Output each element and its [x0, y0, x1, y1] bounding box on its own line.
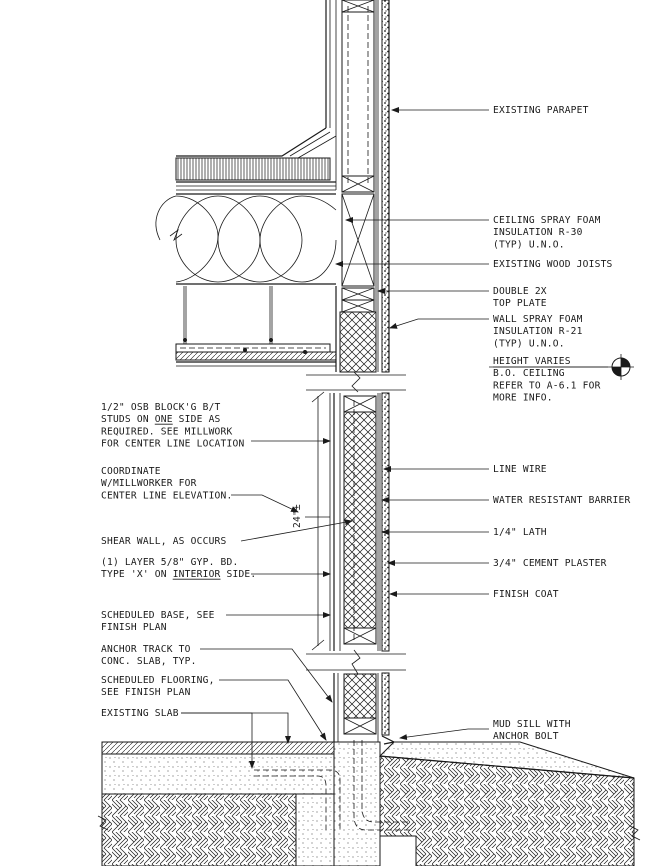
note-mud-sill-line: MUD SILL WITH [493, 719, 571, 730]
note-scheduled-flooring-line: SCHEDULED FLOORING, [101, 675, 215, 686]
note-wall-spray-foam-line: (TYP) U.N.O. [493, 338, 565, 349]
note-line-wire-line: LINE WIRE [493, 464, 547, 475]
note-ceiling-spray-foam-line: INSULATION R-30 [493, 227, 583, 238]
elevation-target-symbol [608, 354, 634, 380]
note-height-varies-line: MORE INFO. [493, 393, 553, 404]
note-osb-blocking-line: REQUIRED. SEE MILLWORK [101, 426, 232, 437]
note-existing-parapet-line: EXISTING PARAPET [493, 105, 589, 116]
note-mud-sill-line: ANCHOR BOLT [493, 731, 559, 742]
note-double-top-plate-line: DOUBLE 2X [493, 286, 547, 297]
note-ceiling-spray-foam-line: CEILING SPRAY FOAM [493, 215, 601, 226]
note-osb-blocking-line: STUDS ON ONE SIDE AS [101, 414, 221, 425]
note-existing-wood-joists-line: EXISTING WOOD JOISTS [493, 259, 613, 270]
note-gyp-board-line: TYPE 'X' ON INTERIOR SIDE. [101, 569, 256, 580]
note-osb-blocking-line: 1/2" OSB BLOCK'G B/T [101, 402, 221, 413]
break-line-top [306, 371, 406, 393]
note-scheduled-base-line: SCHEDULED BASE, SEE [101, 610, 215, 621]
note-height-varies-line: B.O. CEILING [493, 368, 565, 379]
note-wall-spray-foam-line: WALL SPRAY FOAM [493, 314, 583, 325]
lower-wall [333, 673, 396, 745]
ceiling-insulation [155, 193, 375, 287]
note-gyp-board-line: (1) LAYER 5/8" GYP. BD. [101, 557, 238, 568]
note-scheduled-flooring-line: SEE FINISH PLAN [101, 687, 191, 698]
slab-footing [97, 740, 641, 866]
note-scheduled-base-line: FINISH PLAN [101, 622, 167, 633]
break-line-bottom [306, 649, 406, 675]
note-anchor-track-line: ANCHOR TRACK TO [101, 644, 191, 655]
parapet-wall [175, 0, 390, 736]
section-geometry [97, 0, 641, 866]
note-anchor-track-line: CONC. SLAB, TYP. [101, 656, 197, 667]
note-cement-plaster-line: 3/4" CEMENT PLASTER [493, 558, 607, 569]
note-shear-wall-line: SHEAR WALL, AS OCCURS [101, 536, 227, 547]
note-wall-spray-foam-line: INSULATION R-21 [493, 326, 583, 337]
mid-wall [305, 391, 381, 651]
leaders-left [181, 438, 353, 769]
note-existing-slab-line: EXISTING SLAB [101, 708, 179, 719]
note-double-top-plate-line: TOP PLATE [493, 298, 547, 309]
note-water-resistant-barrier-line: WATER RESISTANT BARRIER [493, 495, 630, 506]
note-osb-blocking-line: FOR CENTER LINE LOCATION [101, 439, 244, 450]
note-lath-line: 1/4" LATH [493, 527, 547, 538]
note-coordinate-millworker-line: W/MILLWORKER FOR [101, 478, 197, 489]
note-height-varies-line: REFER TO A-6.1 FOR [493, 380, 601, 391]
note-coordinate-millworker-line: CENTER LINE ELEVATION. [101, 490, 232, 501]
dimension-label: 24"± [292, 504, 303, 528]
note-coordinate-millworker-line: COORDINATE [101, 466, 161, 477]
note-ceiling-spray-foam-line: (TYP) U.N.O. [493, 239, 565, 250]
note-height-varies-line: HEIGHT VARIES [493, 356, 571, 367]
note-finish-coat-line: FINISH COAT [493, 589, 559, 600]
leaders-right [335, 107, 608, 741]
ceiling-framing [175, 286, 377, 373]
